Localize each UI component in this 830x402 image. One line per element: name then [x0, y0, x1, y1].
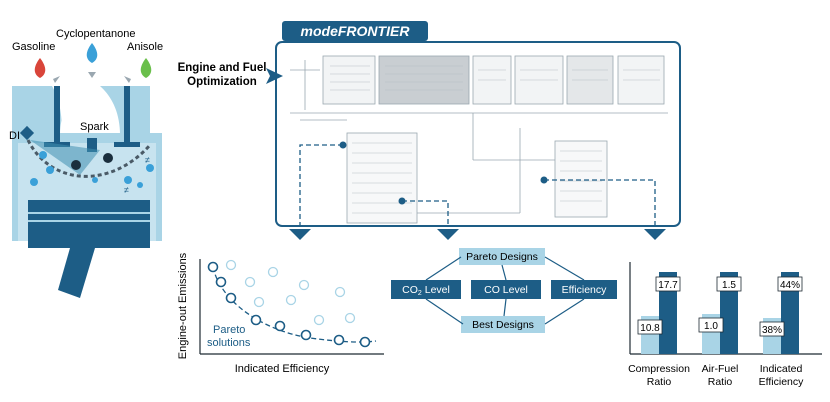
- pareto-designs-box: [459, 248, 545, 265]
- design-flow: Pareto Designs CO2 Level CO Level Effici…: [391, 248, 617, 333]
- arrow-to-bar-chart: [644, 229, 666, 240]
- fuel-anisole-label: Anisole: [127, 41, 163, 53]
- arrow-to-designs: [437, 229, 459, 240]
- connecting-rod: [58, 248, 95, 298]
- pareto-front-point: [250, 314, 262, 326]
- co2-level-label: CO2 Level: [402, 284, 450, 297]
- piston: [28, 200, 150, 248]
- di-label: DI: [9, 130, 20, 142]
- arrow-into-modefrontier: [266, 68, 283, 84]
- pareto-front-point: [207, 261, 219, 273]
- fuel-gasoline-drop-icon: [34, 58, 46, 78]
- svg-text:≠: ≠: [124, 185, 129, 195]
- category-label: Compression: [628, 363, 690, 375]
- co2-level-box: [391, 280, 461, 299]
- bar-optimized: [659, 272, 677, 354]
- efficiency-box: [551, 280, 617, 299]
- value-label-box: [716, 276, 742, 292]
- pareto-front-point: [333, 334, 345, 346]
- value-label-box: [759, 321, 785, 337]
- pareto-front-point: [300, 329, 312, 341]
- dashed-connectors: [299, 144, 656, 228]
- arrow-to-pareto-chart: [289, 229, 311, 240]
- optimization-label-line1: Engine and Fuel: [178, 62, 267, 74]
- spark-label: Spark: [80, 121, 109, 133]
- spark-plug: [87, 138, 97, 152]
- category-label: Air-Fuel: [702, 363, 739, 375]
- pareto-annotation-line1: Pareto: [213, 324, 245, 336]
- category-label: Ratio: [708, 376, 733, 388]
- best-designs-label: Best Designs: [472, 319, 534, 331]
- design-point: [244, 276, 256, 288]
- fuel-spray: [30, 140, 100, 175]
- pareto-designs-label: Pareto Designs: [466, 251, 538, 263]
- value-label-baseline: 1.0: [704, 321, 718, 332]
- design-point: [313, 314, 325, 326]
- design-point: [344, 312, 356, 324]
- pareto-ylabel: Engine-out Emissions: [177, 252, 189, 359]
- engine-illustration: ≠ ≠: [12, 86, 162, 298]
- design-point: [285, 294, 297, 306]
- bar-chart-bars: 10.817.7CompressionRatio1.01.5Air-FuelRa…: [628, 272, 804, 388]
- pareto-annotation-line2: solutions: [207, 337, 251, 349]
- modefrontier-panel: modeFRONTIER: [275, 21, 681, 228]
- pareto-front-point: [225, 292, 237, 304]
- pareto-xlabel: Indicated Efficiency: [235, 363, 330, 375]
- value-label-box: [637, 319, 663, 335]
- value-label-optimized: 1.5: [722, 280, 736, 291]
- fuel-cyclopentanone-label: Cyclopentanone: [56, 28, 136, 40]
- category-label: Efficiency: [759, 376, 804, 388]
- value-label-box: [698, 317, 724, 333]
- fuel-cyclopentanone-drop-icon: [86, 43, 98, 63]
- fuel-anisole-drop-icon: [140, 58, 152, 78]
- value-label-optimized: 44%: [780, 280, 800, 291]
- pareto-points: [207, 259, 371, 348]
- category-label: Ratio: [647, 376, 672, 388]
- value-label-box: [777, 276, 803, 292]
- bar-optimized: [720, 272, 738, 354]
- value-label-optimized: 17.7: [658, 280, 678, 291]
- value-label-baseline: 10.8: [640, 323, 660, 334]
- workflow-mock-lines: [330, 65, 660, 214]
- pareto-front-point: [359, 336, 371, 348]
- optimization-label-line2: Optimization: [187, 76, 257, 88]
- pareto-front-point: [274, 320, 286, 332]
- category-label: Indicated: [760, 363, 803, 375]
- value-label-box: [655, 276, 681, 292]
- efficiency-label: Efficiency: [562, 284, 607, 296]
- co-level-box: [471, 280, 541, 299]
- value-label-baseline: 38%: [762, 325, 782, 336]
- pareto-front-point: [215, 276, 227, 288]
- bar-optimized: [781, 272, 799, 354]
- fuel-gasoline-label: Gasoline: [12, 41, 55, 53]
- design-point: [334, 286, 346, 298]
- best-designs-box: [461, 316, 545, 333]
- design-point: [267, 266, 279, 278]
- co-level-label: CO Level: [484, 284, 528, 296]
- modefrontier-badge: [282, 21, 428, 41]
- modefrontier-title: modeFRONTIER: [301, 23, 411, 39]
- svg-text:≠: ≠: [145, 155, 150, 165]
- design-point: [298, 279, 310, 291]
- design-point: [225, 259, 237, 271]
- design-point: [253, 296, 265, 308]
